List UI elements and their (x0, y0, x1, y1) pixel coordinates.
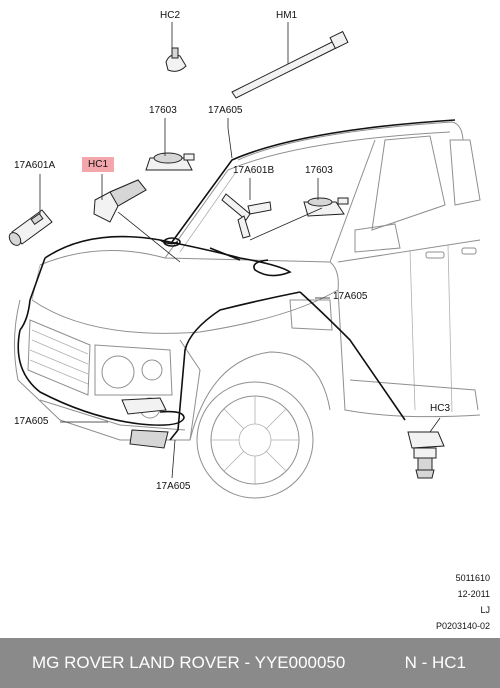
diagram-initials: LJ (480, 605, 490, 615)
washer-jet-17603-top (145, 152, 195, 171)
connector-17a601a (8, 209, 53, 246)
label-hm1: HM1 (276, 10, 298, 21)
label-hc1-highlighted: HC1 (82, 157, 115, 172)
label-17a605-right: 17A605 (333, 291, 368, 302)
hc3-connector (407, 431, 445, 479)
diagram-code: 5011610 (455, 573, 490, 583)
label-hc2: HC2 (160, 10, 181, 21)
label-17a601a: 17A601A (14, 160, 56, 171)
diagram-reference: P0203140-02 (435, 621, 490, 631)
label-hc3: HC3 (430, 403, 451, 414)
vehicle-outline (13, 121, 481, 499)
parts-diagram: HC2 HM1 17603 17A605 17A601A HC1 17A601B… (8, 10, 490, 631)
label-17a605-bottom: 17A605 (156, 481, 191, 492)
washer-hoses (17, 119, 456, 441)
footer-bar: MG ROVER LAND ROVER - YYE000050 N - HC1 (0, 638, 500, 688)
label-17a605-left: 17A605 (14, 416, 49, 427)
hc2-clip (165, 47, 187, 72)
footer-part-number: N - HC1 (404, 653, 466, 672)
label-17a601b: 17A601B (233, 165, 275, 176)
label-17603-right: 17603 (305, 165, 333, 176)
hc1-clip (93, 179, 147, 223)
washer-jet-17603-right (303, 197, 349, 217)
leader-lines (39, 22, 441, 479)
label-17a605-top: 17A605 (208, 105, 243, 116)
label-17603-top: 17603 (149, 105, 177, 116)
diagram-drawing (8, 22, 481, 499)
diagram-date: 12-2011 (457, 589, 490, 599)
front-bumper-jet (121, 397, 169, 449)
hm1-cable-strap (231, 30, 349, 99)
connector-17a601b (221, 193, 272, 239)
footer-title: MG ROVER LAND ROVER - YYE000050 (32, 653, 346, 672)
